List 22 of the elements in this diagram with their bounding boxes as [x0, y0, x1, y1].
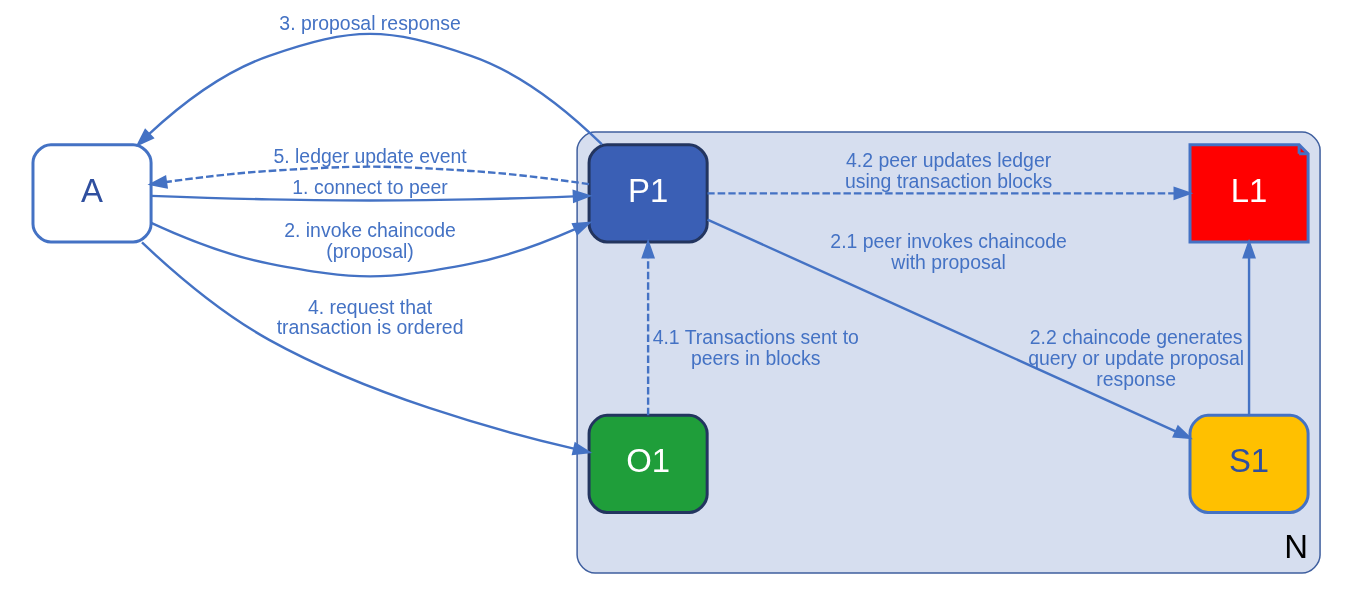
- edge-label: 4.1 Transactions sent to peers in blocks: [652, 326, 859, 370]
- arrow: [641, 238, 656, 416]
- edge-label: 4. request that transaction is ordered: [276, 295, 464, 339]
- arrow: [151, 189, 593, 204]
- edge-label: 4.2 peer updates ledger using transaction blocks: [844, 149, 1053, 192]
- node-box: P1: [587, 143, 709, 244]
- node-box: S1: [1188, 413, 1310, 514]
- node-box: A: [31, 143, 153, 244]
- arrow: [707, 186, 1194, 201]
- arrow: [147, 165, 590, 189]
- edge-label: 2.1 peer invokes chaincode with proposal: [830, 229, 1067, 273]
- edge-label: 2.2 chaincode generates query or update proposal response: [1028, 326, 1245, 391]
- edge-label: 1. connect to peer: [292, 175, 448, 198]
- arrow: [1242, 238, 1256, 416]
- arrow: [141, 241, 593, 456]
- edge-label: 2. invoke chaincode (proposal): [284, 219, 456, 263]
- edge-label: 3. proposal response: [279, 11, 461, 34]
- node-box: O1: [587, 413, 709, 514]
- arrow: [135, 32, 603, 147]
- arrow: [707, 218, 1193, 440]
- edge-label: 5. ledger update event: [273, 144, 467, 167]
- arrow: [150, 221, 593, 278]
